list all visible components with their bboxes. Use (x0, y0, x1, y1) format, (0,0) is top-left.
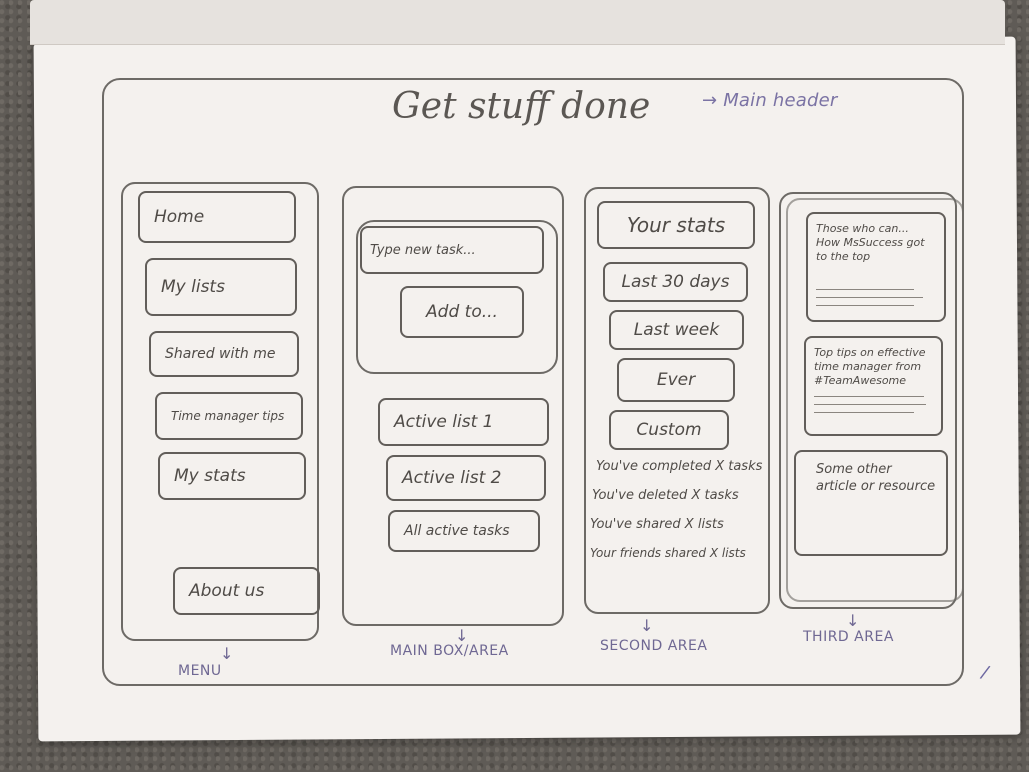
filter-custom-button[interactable]: Custom (609, 410, 729, 450)
article-card-2-line-2 (814, 404, 926, 405)
menu-column (121, 182, 319, 641)
stat-deleted: You've deleted X tasks (592, 488, 739, 503)
paper-fold (30, 0, 1005, 45)
article-card-1-line-3 (816, 305, 914, 306)
active-list-1-button[interactable]: Active list 1 (378, 398, 549, 446)
all-active-tasks-button[interactable]: All active tasks (388, 510, 540, 552)
main-header-annotation: → Main header (702, 90, 838, 111)
new-task-input[interactable]: Type new task... (360, 226, 544, 274)
filter-last-week-button[interactable]: Last week (609, 310, 744, 350)
article-card-1[interactable]: Those who can... How MsSuccess got to th… (806, 212, 946, 322)
article-card-2-line-1 (814, 396, 924, 397)
article-card-1-line-1 (816, 289, 914, 290)
add-to-button[interactable]: Add to... (400, 286, 524, 338)
article-card-1-line-2 (816, 297, 923, 298)
second-area-label: SECOND AREA (600, 638, 708, 654)
third-area-column (779, 192, 957, 609)
third-area-label: THIRD AREA (803, 629, 894, 645)
article-card-1-text: Those who can... How MsSuccess got to th… (816, 222, 925, 263)
article-card-2-text: Top tips on effective time manager from … (814, 346, 926, 387)
third-down-arrow-icon: ↓ (846, 611, 860, 630)
menu-area-label: MENU (178, 663, 222, 679)
article-card-3[interactable]: Some other article or resource (794, 450, 948, 556)
menu-about-us-button[interactable]: About us (173, 567, 320, 615)
menu-my-lists-button[interactable]: My lists (145, 258, 297, 316)
filter-last-30-days-button[interactable]: Last 30 days (603, 262, 748, 302)
stat-completed: You've completed X tasks (596, 459, 763, 474)
main-down-arrow-icon: ↓ (455, 626, 469, 645)
stat-friends-shared: Your friends shared X lists (590, 546, 746, 560)
menu-home-button[interactable]: Home (138, 191, 296, 243)
new-task-box (356, 220, 558, 374)
menu-my-stats-button[interactable]: My stats (158, 452, 306, 500)
menu-down-arrow-icon: ↓ (220, 644, 234, 663)
active-list-2-button[interactable]: Active list 2 (386, 455, 546, 501)
stat-shared: You've shared X lists (590, 517, 724, 532)
article-card-2[interactable]: Top tips on effective time manager from … (804, 336, 943, 436)
menu-time-manager-tips-button[interactable]: Time manager tips (155, 392, 303, 440)
your-stats-heading: Your stats (597, 201, 755, 249)
third-area-back-layer (786, 198, 964, 602)
menu-shared-with-me-button[interactable]: Shared with me (149, 331, 299, 377)
filter-ever-button[interactable]: Ever (617, 358, 735, 402)
second-area-column (584, 187, 770, 614)
article-card-3-text: Some other article or resource (816, 462, 936, 494)
main-column (342, 186, 564, 626)
main-area-label: MAIN BOX/AREA (390, 643, 509, 659)
second-down-arrow-icon: ↓ (640, 616, 654, 635)
article-card-2-line-3 (814, 412, 914, 413)
main-header-title: Get stuff done (392, 86, 651, 127)
